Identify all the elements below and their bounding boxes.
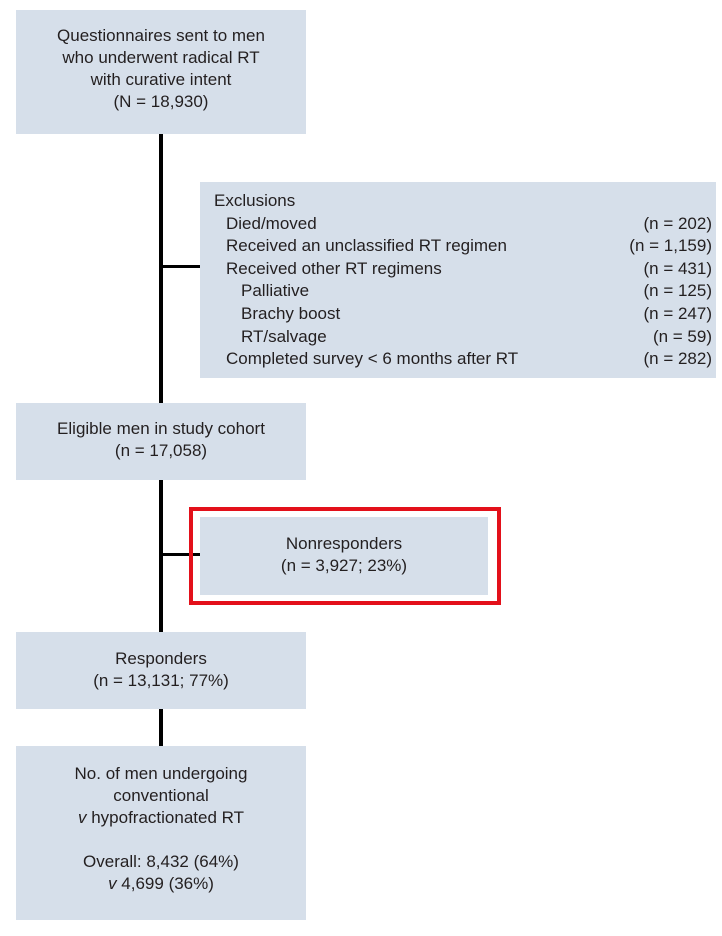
- exclusion-subrow: RT/salvage (n = 59): [214, 326, 712, 349]
- responders-box: Responders (n = 13,131; 77%): [16, 632, 306, 709]
- men-undergoing-line-3: v hypofractionated RT: [16, 807, 306, 829]
- questionnaires-line-3: with curative intent: [90, 70, 232, 89]
- exclusion-subrow: Palliative (n = 125): [214, 280, 712, 303]
- exclusion-label: Completed survey < 6 months after RT: [226, 349, 519, 369]
- nonresponders-box: Nonresponders (n = 3,927; 23%): [200, 517, 488, 595]
- questionnaires-count: (N = 18,930): [113, 92, 209, 111]
- exclusion-label: Received other RT regimens: [226, 258, 442, 278]
- exclusions-title: Exclusions: [214, 191, 296, 210]
- exclusions-box: Exclusions Died/moved (n = 202) Received…: [200, 182, 716, 378]
- eligible-label: Eligible men in study cohort: [57, 419, 265, 438]
- exclusion-label: RT/salvage: [241, 326, 327, 346]
- exclusion-subrow: Brachy boost (n = 247): [214, 303, 712, 326]
- nonresponders-label: Nonresponders: [285, 534, 403, 553]
- exclusion-row: Received an unclassified RT regimen (n =…: [214, 235, 712, 258]
- overall-line-1: Overall: 8,432 (64%): [83, 852, 239, 871]
- branch-to-nonresponders: [161, 553, 200, 556]
- highlight-frame: [189, 507, 501, 605]
- exclusion-label: Brachy boost: [241, 303, 341, 323]
- exclusion-label: Died/moved: [226, 213, 317, 233]
- questionnaires-line-1: Questionnaires sent to men: [57, 26, 265, 45]
- exclusion-row: Completed survey < 6 months after RT (n …: [214, 348, 712, 371]
- eligible-count: (n = 17,058): [114, 441, 208, 460]
- nonresponders-count: (n = 3,927; 23%): [280, 556, 408, 575]
- men-undergoing-box: No. of men undergoing conventional v hyp…: [16, 746, 306, 920]
- trunk-line-lower: [159, 709, 163, 746]
- questionnaires-box: Questionnaires sent to men who underwent…: [16, 10, 306, 134]
- exclusion-count: (n = 59): [652, 326, 712, 346]
- exclusion-count: (n = 282): [643, 349, 712, 369]
- versus-symbol: v: [108, 874, 117, 893]
- men-undergoing-line-3-text: hypofractionated RT: [86, 808, 244, 827]
- exclusion-row: Received other RT regimens (n = 431): [214, 258, 712, 281]
- responders-count: (n = 13,131; 77%): [93, 671, 229, 690]
- versus-symbol: v: [78, 808, 87, 827]
- exclusion-count: (n = 125): [643, 281, 712, 301]
- eligible-box: Eligible men in study cohort (n = 17,058…: [16, 403, 306, 480]
- exclusion-row: Died/moved (n = 202): [214, 213, 712, 236]
- overall-line-2: v 4,699 (36%): [16, 873, 306, 895]
- branch-to-exclusions: [161, 265, 200, 268]
- overall-line-2-text: 4,699 (36%): [116, 874, 214, 893]
- exclusion-count: (n = 1,159): [629, 236, 712, 256]
- spacer: [16, 829, 306, 851]
- trunk-line-upper: [159, 134, 163, 403]
- exclusion-count: (n = 431): [643, 258, 712, 278]
- exclusion-label: Received an unclassified RT regimen: [226, 236, 507, 256]
- men-undergoing-line-1: No. of men undergoing: [74, 764, 248, 783]
- exclusion-count: (n = 202): [643, 213, 712, 233]
- exclusion-label: Palliative: [241, 281, 310, 301]
- exclusion-count: (n = 247): [643, 303, 712, 323]
- trunk-line-middle: [159, 480, 163, 632]
- men-undergoing-line-2: conventional: [113, 786, 209, 805]
- responders-label: Responders: [115, 649, 207, 668]
- questionnaires-line-2: who underwent radical RT: [62, 48, 260, 67]
